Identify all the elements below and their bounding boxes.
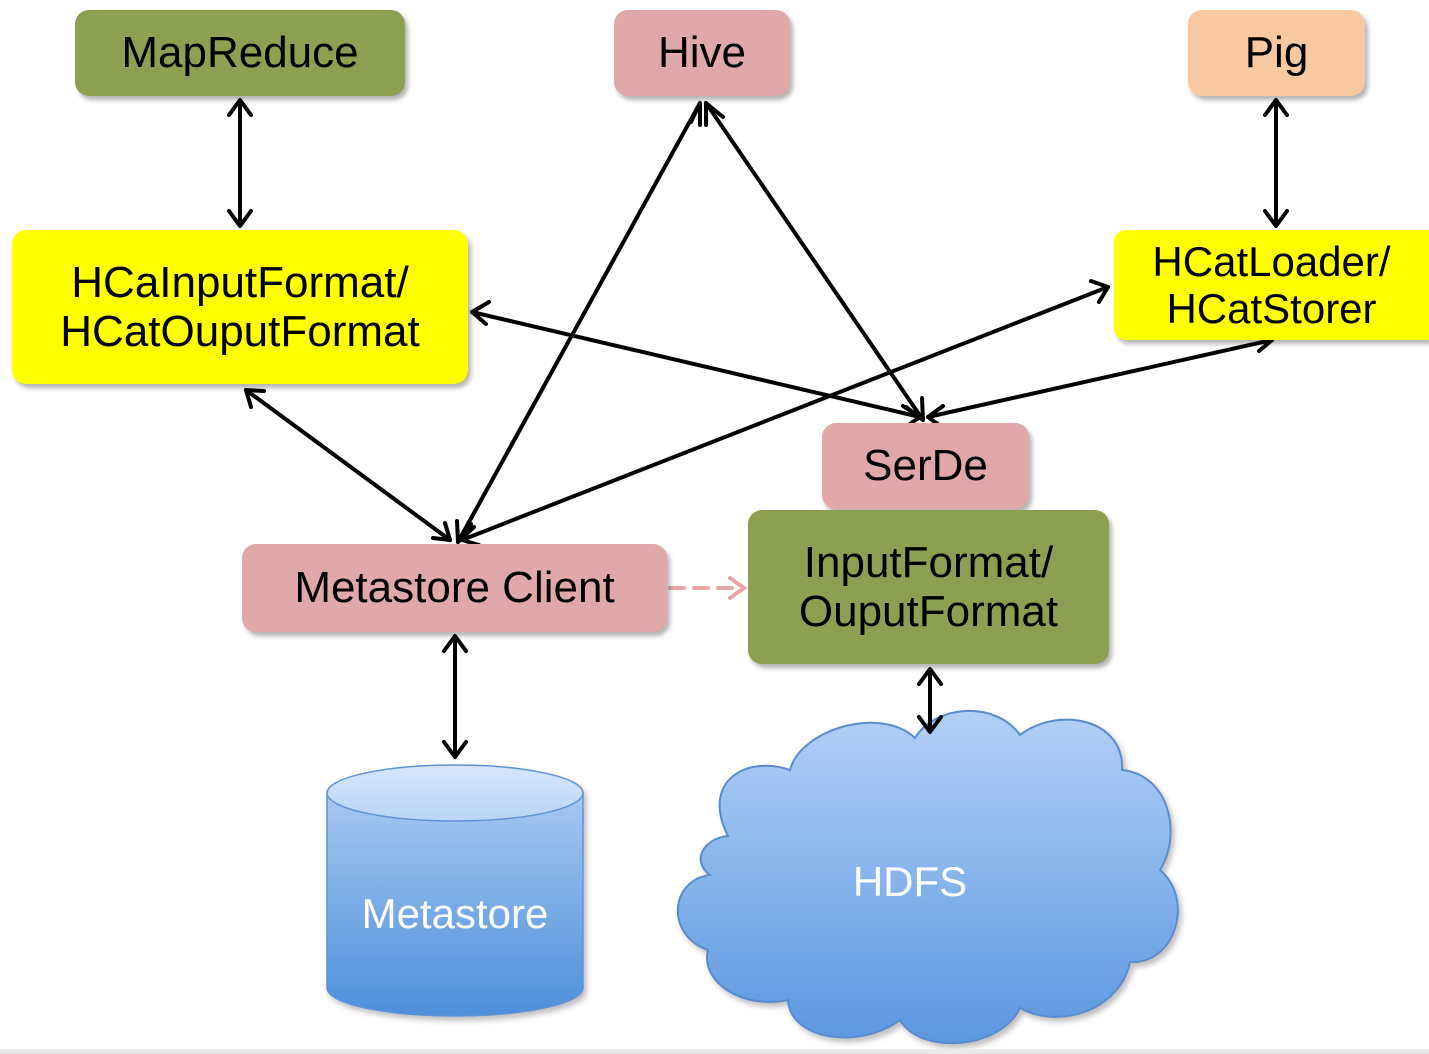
mapreduce-label: MapReduce <box>121 28 359 78</box>
inputformat-label-line1: InputFormat/ <box>803 537 1054 587</box>
arrow-hive-metastoreclient <box>455 101 702 544</box>
inputformat-node: InputFormat/ OuputFormat <box>748 510 1109 664</box>
arrow-inputformat-hdfs <box>917 667 943 734</box>
mapreduce-node: MapReduce <box>75 10 405 96</box>
dashed-arrow-metastoreclient-inputformat <box>668 576 748 600</box>
arrow-hcatloader-metastoreclient <box>460 279 1110 547</box>
pig-node: Pig <box>1188 10 1365 96</box>
serde-label: SerDe <box>863 441 988 491</box>
arrow-hcatloader-serde <box>926 327 1274 430</box>
arrow-pig-hcatloader <box>1263 98 1289 228</box>
hive-label: Hive <box>657 28 747 78</box>
inputformat-label-line2: OuputFormat <box>798 587 1059 636</box>
hcat-loader-label-line1: HCatLoader/ <box>1152 237 1391 285</box>
pig-label: Pig <box>1244 28 1309 78</box>
bottom-strip <box>0 1049 1429 1054</box>
hive-node: Hive <box>614 10 790 96</box>
metastore-client-node: Metastore Client <box>242 544 667 632</box>
arrow-metastoreclient-metastore <box>442 634 468 759</box>
hcat-format-label-line1: HCaInputFormat/ <box>71 257 409 307</box>
hcat-format-label-line2: HCatOuputFormat <box>60 307 420 356</box>
metastore-cylinder <box>326 764 584 1017</box>
arrow-hcatformat-metastoreclient <box>244 388 452 542</box>
arrow-mapreduce-hcatformat <box>227 98 253 228</box>
metastore-client-label: Metastore Client <box>294 563 615 613</box>
hcat-loader-label-line2: HCatStorer <box>1166 285 1377 332</box>
hdfs-label: HDFS <box>852 858 968 905</box>
serde-node: SerDe <box>822 423 1029 509</box>
hcat-format-node: HCaInputFormat/ HCatOuputFormat <box>12 230 468 384</box>
hcat-loader-node: HCatLoader/ HCatStorer <box>1114 230 1429 340</box>
metastore-label: Metastore <box>361 890 549 937</box>
hdfs-cloud <box>676 710 1179 1045</box>
